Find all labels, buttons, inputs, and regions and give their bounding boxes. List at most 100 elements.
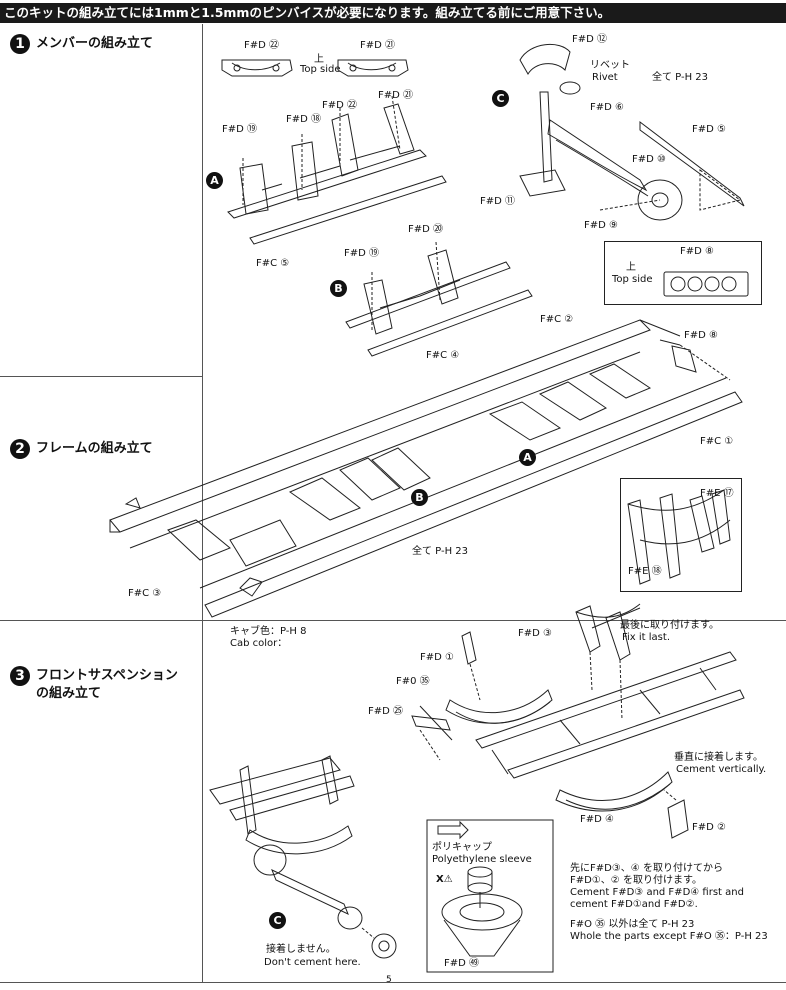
label-fc2: F#C ② <box>540 314 574 325</box>
member-8-top-side-box <box>604 241 762 305</box>
member-17-18-inset-box <box>620 478 742 592</box>
label-fd18: F#D ⑱ <box>286 114 322 125</box>
step-3-title-line2: の組み立て <box>36 686 102 701</box>
step-3-number: 3 <box>10 666 30 686</box>
leaf-springs-drawing <box>445 689 673 812</box>
order-note-jp-1: 先にF#D③、④ を取り付けてから <box>570 863 723 874</box>
label-fd3: F#D ③ <box>518 628 552 639</box>
label-cab-color: Cab color： <box>230 638 288 649</box>
label-no-cement: Don't cement here. <box>264 957 361 968</box>
label-fd22-b: F#D ㉒ <box>322 100 358 111</box>
order-note-en-2: cement F#D①and F#D②. <box>570 899 698 910</box>
label-fd20: F#D ⑳ <box>408 224 444 235</box>
letter-b-frame-badge: B <box>411 489 428 506</box>
left-right-arrow-icon <box>437 820 469 840</box>
label-cab-color-jp: キャブ色：P-H 8 <box>230 626 307 637</box>
label-fc4: F#C ④ <box>426 350 460 361</box>
member-a-rails-drawing <box>227 95 447 245</box>
letter-b-badge: B <box>330 280 347 297</box>
label-fd2: F#D ② <box>692 822 726 833</box>
label-top-side-jp-2: 上 <box>626 262 636 273</box>
section-divider-1 <box>0 376 202 377</box>
front-suspension-c-drawing <box>209 755 397 959</box>
label-top-side-jp: 上 <box>314 54 324 65</box>
member-17-18-inset-drawing <box>627 489 731 585</box>
label-fd12: F#D ⑫ <box>572 34 608 45</box>
poly-sleeve-box <box>426 819 554 973</box>
tool-notice-banner: このキットの組み立てには1mmと1.5mmのピンバイスが必要になります。組み立て… <box>0 3 786 23</box>
label-vertical: Cement vertically. <box>676 764 767 775</box>
label-fd21: F#D ㉑ <box>360 40 396 51</box>
label-top-side: Top side <box>300 64 341 75</box>
cross-member-22-drawing <box>221 59 293 77</box>
part-25-drawing <box>419 705 453 741</box>
step-2-title: フレームの組み立て <box>36 441 153 456</box>
step-2-number: 2 <box>10 439 30 459</box>
step-1-title: メンバーの組み立て <box>36 36 154 51</box>
inset-callout-line <box>591 607 641 629</box>
label-fd25: F#D ㉕ <box>368 706 404 717</box>
page-number: 5 <box>386 975 392 985</box>
letter-c-badge: C <box>492 90 509 107</box>
step-title-column <box>0 24 203 982</box>
label-fix-last-jp: 最後に取り付けます。 <box>620 620 719 631</box>
label-fix-last: Fix it last. <box>622 632 670 643</box>
label-fd10: F#D ⑩ <box>632 154 666 165</box>
label-fe18: F#E ⑱ <box>628 566 662 577</box>
label-fd11: F#D ⑪ <box>480 196 516 207</box>
paint-note-en: Whole the parts except F#O ㉟：P-H 23 <box>570 931 768 942</box>
banner-text: このキットの組み立てには1mmと1.5mmのピンバイスが必要になります。組み立て… <box>4 5 611 20</box>
member-b-rails-drawing <box>345 241 533 357</box>
letter-c-suspension-badge: C <box>269 912 286 929</box>
label-fd8: F#D ⑧ <box>684 330 718 341</box>
shackles-drawing <box>461 631 689 839</box>
label-poly: Polyethylene sleeve <box>432 854 532 865</box>
label-fd6: F#D ⑥ <box>590 102 624 113</box>
label-fe17: F#E ⑰ <box>700 488 734 499</box>
step-3-heading: 3 フロントサスペンション の組み立て <box>10 666 178 703</box>
label-fd21-b: F#D ㉑ <box>378 90 414 101</box>
label-fd5: F#D ⑤ <box>692 124 726 135</box>
step-1-heading: 1 メンバーの組み立て <box>10 34 153 54</box>
front-axle-c-drawing <box>519 43 745 221</box>
label-fd8-box: F#D ⑧ <box>680 246 714 257</box>
poly-sleeve-drawing <box>441 866 523 957</box>
label-fd22: F#D ㉒ <box>244 40 280 51</box>
main-frame-drawing <box>109 319 743 618</box>
label-fd9: F#D ⑨ <box>584 220 618 231</box>
label-all-ph23-b: 全て P-H 23 <box>412 546 469 557</box>
bottom-border <box>0 982 786 983</box>
label-all-ph23-a: 全て P-H 23 <box>652 72 709 83</box>
step-2-heading: 2 フレームの組み立て <box>10 439 153 459</box>
label-fd19-b: F#D ⑲ <box>344 248 380 259</box>
label-fd19: F#D ⑲ <box>222 124 258 135</box>
label-rivet-jp: リベット <box>590 60 630 71</box>
label-top-side-2: Top side <box>612 274 653 285</box>
label-vertical-jp: 垂直に接着します。 <box>674 752 763 763</box>
label-fd1: F#D ① <box>420 652 454 663</box>
order-note-en-1: Cement F#D③ and F#D④ first and <box>570 887 744 898</box>
step-1-number: 1 <box>10 34 30 54</box>
label-no-cement-jp: 接着しません。 <box>266 944 336 955</box>
label-rivet: Rivet <box>592 72 618 83</box>
cross-member-21-drawing <box>337 59 409 77</box>
label-fc1: F#C ① <box>700 436 734 447</box>
member-8-placed-drawing <box>671 345 697 373</box>
letter-a-frame-badge: A <box>519 449 536 466</box>
paint-note-jp: F#O ㉟ 以外は全て P-H 23 <box>570 919 695 930</box>
member-8-box-drawing <box>663 271 749 297</box>
label-poly-jp: ポリキャップ <box>432 842 492 853</box>
step-3-title: フロントサスペンション の組み立て <box>36 666 178 703</box>
letter-a-badge: A <box>206 172 223 189</box>
label-fc5: F#C ⑤ <box>256 258 290 269</box>
no-glue-symbol: X⚠ <box>436 874 453 885</box>
section-divider-2 <box>0 620 786 621</box>
part-35-drawing <box>411 715 451 731</box>
step-3-title-line1: フロントサスペンション <box>36 668 178 683</box>
order-note-jp-2: F#D①、② を取り付けます。 <box>570 875 702 886</box>
label-fd4: F#D ④ <box>580 814 614 825</box>
label-fo35: F#0 ㉟ <box>396 676 430 687</box>
label-fc3: F#C ③ <box>128 588 162 599</box>
